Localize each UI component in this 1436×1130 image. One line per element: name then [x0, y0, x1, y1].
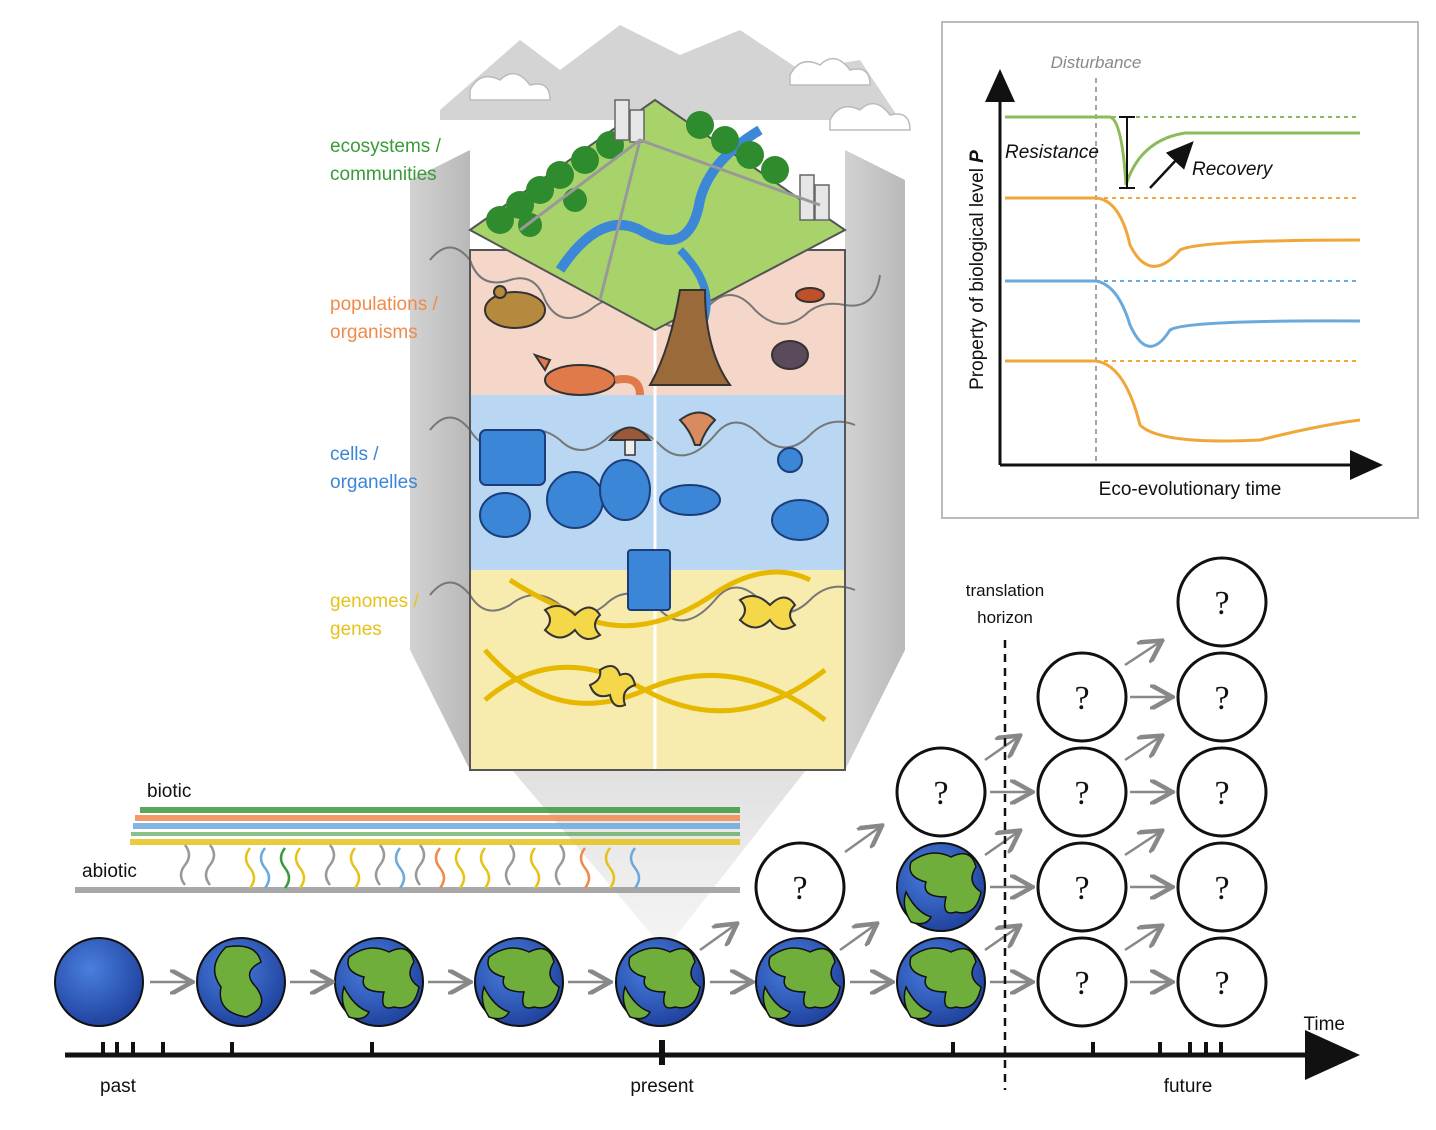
cell-icons	[479, 429, 829, 611]
biotic-abiotic-streams: biotic abiotic	[75, 781, 740, 893]
series-orange-1	[1005, 196, 1361, 268]
resistance-label: Resistance	[1005, 142, 1099, 163]
unknown-future-state: ?	[1176, 651, 1268, 743]
mountain-background	[440, 25, 911, 131]
label-cells-2: organelles	[330, 472, 418, 493]
question-mark: ?	[933, 775, 948, 812]
biotic-label: biotic	[147, 781, 191, 802]
unknown-future-state: ?	[895, 746, 987, 838]
question-mark: ?	[1214, 870, 1229, 907]
transition-arrow	[839, 925, 875, 952]
question-mark: ?	[1214, 585, 1229, 622]
unknown-future-state: ?	[1036, 746, 1128, 838]
transition-arrow	[1124, 832, 1160, 857]
beetle-icon	[771, 340, 809, 370]
horizon-label-1: translation	[966, 581, 1044, 600]
chromosome-icon	[543, 595, 797, 708]
present-label: present	[630, 1076, 694, 1097]
horizon-label-2: horizon	[977, 608, 1033, 627]
city-buildings	[614, 99, 830, 221]
layer-ecosystems	[468, 98, 847, 332]
question-mark: ?	[1074, 965, 1089, 1002]
transition-arrow	[1124, 927, 1160, 952]
question-mark: ?	[792, 870, 807, 907]
transition-arrow	[1124, 737, 1160, 762]
unknown-future-state: ?	[1176, 936, 1268, 1028]
transition-arrows	[150, 642, 1170, 982]
earth-globe-icon	[896, 842, 986, 932]
frog-icon	[484, 285, 546, 329]
question-mark: ?	[1074, 870, 1089, 907]
recovery-label: Recovery	[1192, 159, 1274, 180]
time-label: Time	[1303, 1014, 1345, 1035]
label-populations-2: organisms	[330, 322, 418, 343]
question-mark: ?	[1214, 965, 1229, 1002]
mushroom-icon	[607, 411, 717, 456]
translation-horizon: translation horizon	[966, 581, 1044, 1090]
unknown-future-state: ?	[1176, 556, 1268, 648]
transition-arrow	[844, 827, 880, 854]
transition-arrow	[984, 927, 1018, 952]
tree-trunk-icon	[648, 289, 732, 386]
disturbance-label: Disturbance	[1051, 53, 1142, 72]
time-axis: past present future Time	[65, 1014, 1360, 1097]
earth-globe-icon	[896, 937, 986, 1027]
transition-arrow	[1124, 642, 1160, 667]
fox-icon	[532, 353, 644, 396]
transition-arrow	[699, 925, 735, 952]
series-orange-2	[1005, 359, 1361, 443]
earth-globe-icon	[196, 937, 286, 1027]
earth-timeline: ???????????	[54, 556, 1268, 1028]
x-axis-label: Eco-evolutionary time	[1099, 479, 1282, 500]
level-labels: ecosystems / communities populations / o…	[330, 136, 442, 640]
series-blue	[1005, 279, 1361, 348]
resilience-inset: Disturbance Eco-evolutionary time Proper…	[941, 21, 1419, 519]
label-ecosystems-2: communities	[330, 164, 437, 185]
ant-icon	[795, 287, 825, 303]
label-genomes-1: genomes /	[330, 591, 419, 612]
earth-globe-icon	[615, 937, 705, 1027]
label-ecosystems-1: ecosystems /	[330, 136, 442, 157]
label-genomes-2: genes	[330, 619, 382, 640]
unknown-future-state: ?	[1036, 651, 1128, 743]
label-cells-1: cells /	[330, 444, 379, 465]
y-axis-label: Property of biological level P	[967, 150, 988, 390]
transition-arrow	[984, 737, 1018, 762]
unknown-future-state: ?	[1176, 841, 1268, 933]
unknown-future-state: ?	[1176, 746, 1268, 838]
earth-globe-icon	[54, 937, 144, 1027]
earth-globe-icon	[474, 937, 564, 1027]
past-label: past	[100, 1076, 137, 1097]
dna-helix-icon	[483, 569, 827, 722]
transition-arrow	[984, 832, 1018, 857]
unknown-future-state: ?	[754, 841, 846, 933]
question-mark: ?	[1214, 775, 1229, 812]
abiotic-label: abiotic	[82, 861, 137, 882]
label-populations-1: populations /	[330, 294, 438, 315]
earth-globe-icon	[755, 937, 845, 1027]
biological-levels-block	[410, 98, 905, 771]
future-label: future	[1164, 1076, 1213, 1097]
unknown-future-state: ?	[1036, 841, 1128, 933]
earth-globe-icon	[334, 937, 424, 1027]
question-mark: ?	[1074, 680, 1089, 717]
question-mark: ?	[1214, 680, 1229, 717]
river	[555, 125, 763, 273]
question-mark: ?	[1074, 775, 1089, 812]
unknown-future-state: ?	[1036, 936, 1128, 1028]
